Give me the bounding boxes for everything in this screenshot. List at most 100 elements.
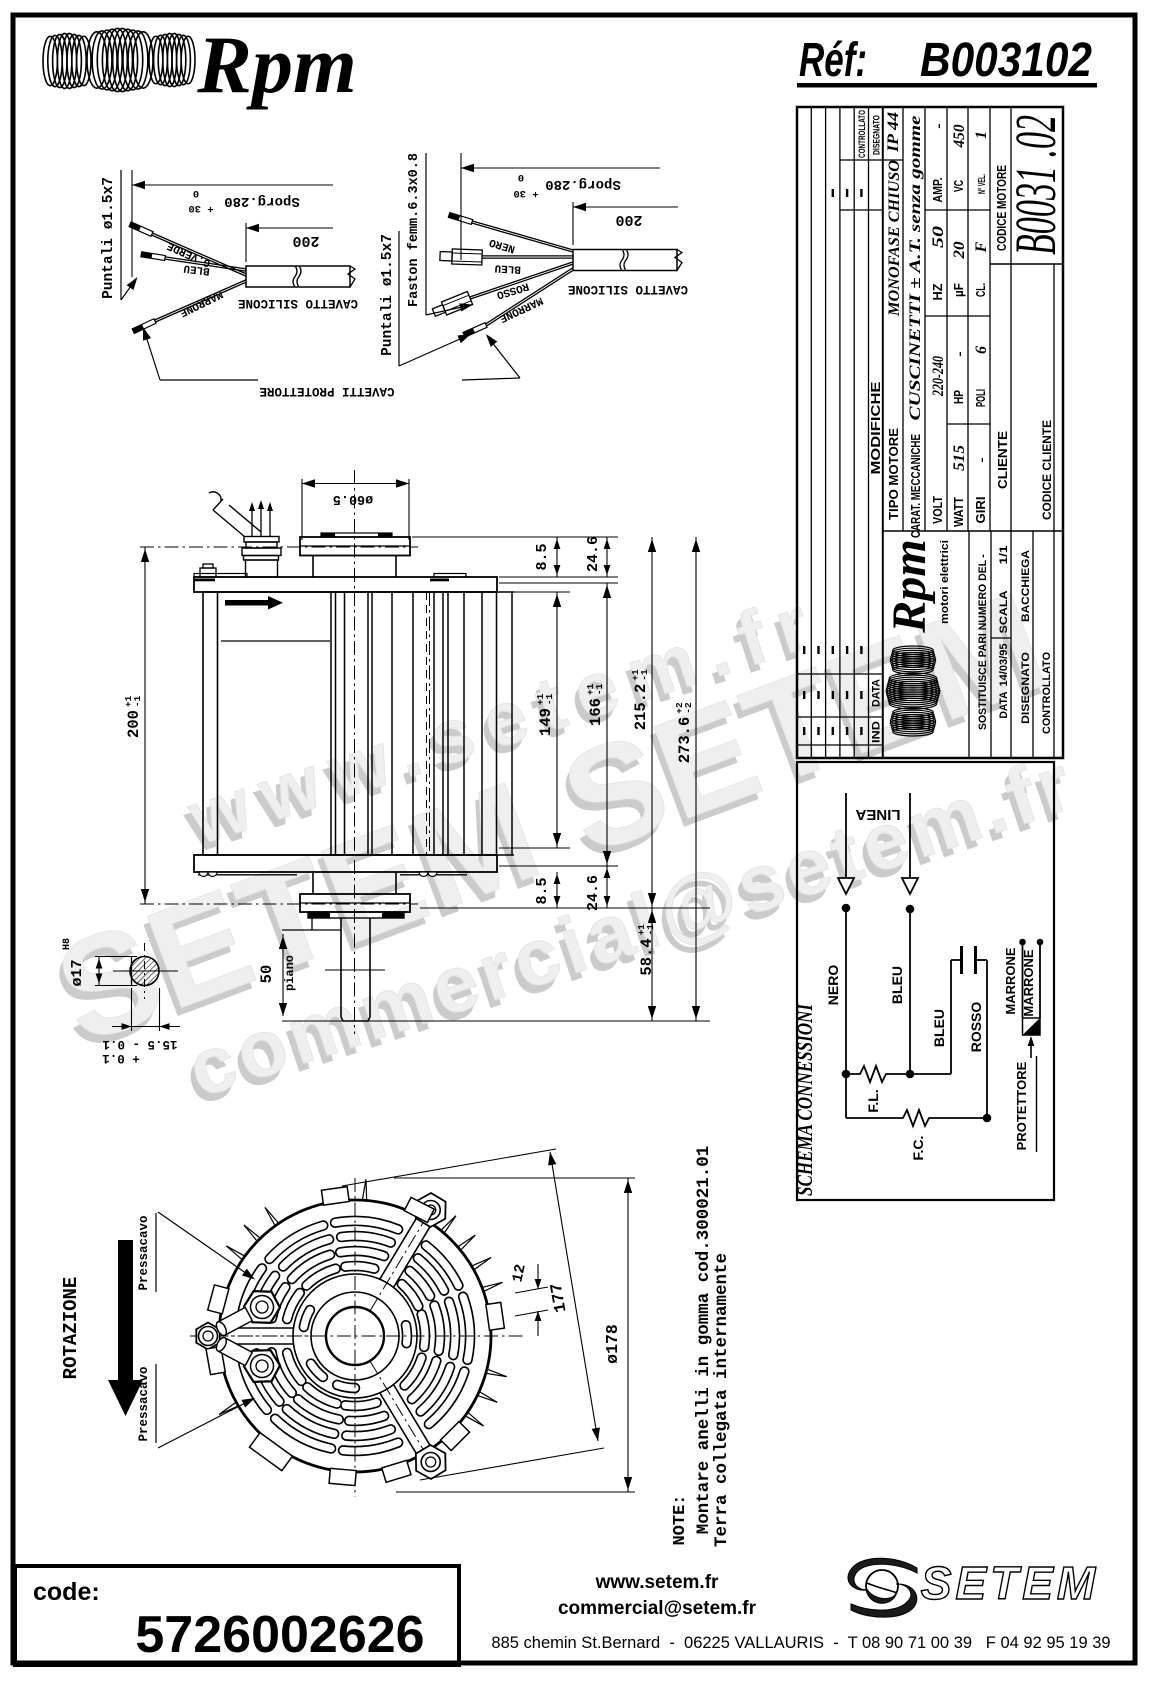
- svg-text:200: 200: [125, 710, 143, 738]
- svg-text:+ 0.1: + 0.1: [102, 1051, 140, 1065]
- svg-text:CAVETTO SILICONE: CAVETTO SILICONE: [238, 296, 358, 310]
- svg-text:220-240: 220-240: [930, 356, 947, 397]
- svg-text:IND: IND: [871, 721, 883, 743]
- svg-text:LINEA: LINEA: [855, 806, 900, 823]
- svg-text:DISEGNATO: DISEGNATO: [872, 115, 883, 155]
- svg-text:HZ: HZ: [930, 283, 945, 300]
- svg-text:SCHEMA CONNESSIONI: SCHEMA CONNESSIONI: [792, 1003, 817, 1196]
- svg-text:166: 166: [587, 698, 605, 726]
- svg-text:+ 30: + 30: [188, 202, 213, 214]
- svg-text:VC: VC: [951, 180, 966, 192]
- svg-text:20: 20: [951, 242, 968, 260]
- svg-text:commercial@setem.fr: commercial@setem.fr: [558, 1598, 757, 1619]
- svg-text:-1: -1: [544, 693, 555, 705]
- svg-text:VOLT: VOLT: [930, 496, 945, 524]
- svg-text:Réf:: Réf:: [799, 34, 867, 87]
- svg-text:SCALA: SCALA: [998, 590, 1010, 633]
- svg-text:Pressacavo: Pressacavo: [137, 1366, 151, 1441]
- svg-text:5726002626: 5726002626: [135, 1606, 424, 1664]
- svg-text:µF: µF: [951, 283, 966, 297]
- svg-text:-1: -1: [594, 683, 605, 695]
- svg-text:CAVETTO SILICONE: CAVETTO SILICONE: [568, 282, 688, 296]
- svg-text:BACCHIEGA: BACCHIEGA: [1020, 550, 1032, 622]
- svg-text:CARAT. MECCANICHE: CARAT. MECCANICHE: [908, 434, 923, 538]
- svg-text:-: -: [977, 554, 989, 558]
- svg-text:B003102: B003102: [920, 34, 1092, 87]
- svg-text:DATA: DATA: [871, 679, 883, 707]
- svg-text:BLEU: BLEU: [494, 261, 521, 274]
- svg-text:F: F: [973, 241, 990, 253]
- svg-text:MARRONE: MARRONE: [1021, 949, 1036, 1016]
- svg-text:F.L.: F.L.: [865, 1089, 881, 1112]
- svg-text:450: 450: [951, 125, 968, 149]
- svg-text:Sporg.280: Sporg.280: [545, 176, 621, 192]
- svg-text:885 chemin St.Bernard - 0622: 885 chemin St.Bernard - 06225 VALLAURIS …: [491, 1634, 1110, 1652]
- svg-text:CAVETTI PROTETTORE: CAVETTI PROTETTORE: [259, 384, 394, 398]
- svg-text:CLIENTE: CLIENTE: [995, 431, 1010, 489]
- svg-text:ø60.5: ø60.5: [333, 491, 374, 506]
- svg-text:+1: +1: [535, 693, 546, 705]
- svg-text:TIPO MOTORE: TIPO MOTORE: [886, 428, 901, 520]
- svg-text:6: 6: [973, 346, 990, 354]
- svg-text:CODICE CLIENTE: CODICE CLIENTE: [1040, 420, 1054, 520]
- svg-text:piano: piano: [283, 955, 297, 991]
- svg-text:515: 515: [951, 445, 968, 471]
- svg-text:H8: H8: [62, 938, 73, 950]
- svg-text:Faston femm.6.3x0.8: Faston femm.6.3x0.8: [407, 153, 422, 307]
- svg-text:MARRONE: MARRONE: [1003, 947, 1018, 1014]
- svg-text:+1: +1: [636, 924, 647, 936]
- svg-text:ROSSO: ROSSO: [968, 1002, 984, 1053]
- svg-text:SOSTITUISCE PARI NUMERO DEL: SOSTITUISCE PARI NUMERO DEL: [977, 560, 989, 730]
- svg-text:0: 0: [518, 171, 524, 183]
- svg-text:MODIFICHE: MODIFICHE: [868, 381, 883, 474]
- svg-text:1/1: 1/1: [998, 546, 1010, 565]
- svg-text:50: 50: [258, 965, 276, 984]
- svg-text:F.C.: F.C.: [910, 1136, 926, 1161]
- svg-text:NOTE:: NOTE:: [671, 1494, 690, 1545]
- svg-text:N° VEL.: N° VEL.: [976, 174, 988, 194]
- svg-text:ø178: ø178: [603, 1324, 622, 1364]
- svg-text:HP: HP: [951, 390, 966, 404]
- svg-text:NERO: NERO: [825, 965, 841, 1006]
- svg-text:Pressacavo: Pressacavo: [137, 1215, 151, 1290]
- svg-text:code:: code:: [33, 1578, 100, 1606]
- svg-text:15.5 - 0.1: 15.5 - 0.1: [102, 1037, 177, 1051]
- svg-text:MONOFASE CHIUSO: MONOFASE CHIUSO: [886, 160, 903, 317]
- svg-text:215.2: 215.2: [632, 684, 650, 731]
- svg-text:B0031 .02: B0031 .02: [1003, 115, 1068, 255]
- svg-text:CL.: CL.: [973, 283, 988, 297]
- svg-text:Rpm: Rpm: [196, 19, 356, 110]
- svg-text:-: -: [973, 457, 990, 462]
- svg-text:-1: -1: [639, 669, 650, 681]
- svg-text:-2: -2: [683, 702, 694, 714]
- svg-text:+1: +1: [585, 683, 596, 695]
- svg-text:CUSCINETTI ± A.T. senza gomme: CUSCINETTI ± A.T. senza gomme: [907, 115, 924, 420]
- svg-text:-1: -1: [132, 695, 143, 707]
- svg-text:+2: +2: [674, 702, 685, 714]
- svg-text:Terra collegata internamente: Terra collegata internamente: [712, 1253, 732, 1547]
- svg-text:motori elettrici: motori elettrici: [939, 540, 951, 624]
- svg-text:Sporg.280: Sporg.280: [224, 193, 300, 209]
- svg-text:8.5: 8.5: [534, 877, 551, 904]
- svg-text:+ 30: + 30: [513, 187, 538, 199]
- svg-text:8.5: 8.5: [534, 543, 551, 570]
- svg-text:1: 1: [973, 131, 990, 139]
- svg-text:CONTROLLATO: CONTROLLATO: [1041, 652, 1053, 734]
- svg-text:Puntali ø1.5x7: Puntali ø1.5x7: [101, 177, 117, 299]
- svg-text:12: 12: [509, 1263, 529, 1284]
- svg-text:GIRI: GIRI: [973, 497, 988, 524]
- svg-text:ø17: ø17: [69, 959, 86, 986]
- svg-text:CODICE MOTORE: CODICE MOTORE: [994, 165, 1009, 251]
- svg-text:PROTETTORE: PROTETTORE: [1014, 1061, 1029, 1150]
- svg-text:AMP.: AMP.: [931, 178, 945, 203]
- svg-text:14/03/95: 14/03/95: [998, 644, 1010, 687]
- svg-text:SETEM: SETEM: [921, 1557, 1099, 1609]
- svg-text:24.6: 24.6: [585, 875, 602, 911]
- svg-text:Rpm: Rpm: [883, 539, 936, 633]
- svg-text:BLEU: BLEU: [931, 1009, 947, 1047]
- svg-text:WATT: WATT: [951, 497, 966, 527]
- svg-text:CONTROLLATO: CONTROLLATO: [857, 110, 868, 158]
- svg-text:0: 0: [193, 187, 199, 199]
- svg-text:149: 149: [537, 708, 555, 736]
- svg-text:-: -: [930, 123, 947, 128]
